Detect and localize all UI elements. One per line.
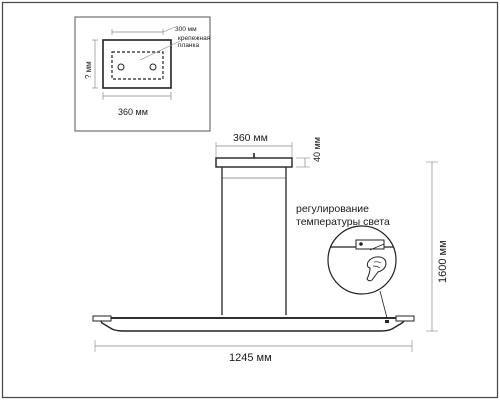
inset-bracket-label-2: планка xyxy=(178,42,200,49)
inset-frame xyxy=(74,16,211,132)
inset-height-label: ? мм xyxy=(84,61,93,79)
detail-content xyxy=(330,239,394,282)
callout-label-1: регулирование xyxy=(296,203,369,215)
inset-canopy xyxy=(102,39,172,89)
inset-screw-hole-right xyxy=(149,63,157,71)
inset-screw-hole-left xyxy=(117,63,125,71)
detail-magnifier-circle xyxy=(327,225,397,295)
control-button xyxy=(385,320,389,323)
inset-canopy-width-label: 360 мм xyxy=(118,107,148,117)
inset-mounting-bracket xyxy=(111,51,164,80)
lamp-end-cap-left xyxy=(92,315,112,322)
total-height-label: 1600 мм xyxy=(437,240,449,283)
main-drawing: 360 мм 40 мм 1245 мм 1600 мм регулирован… xyxy=(92,132,449,364)
ceiling-canopy xyxy=(215,157,293,168)
inset-width-leader xyxy=(162,26,176,33)
canopy-width-label: 360 мм xyxy=(233,132,268,144)
inset-width-label: 300 мм xyxy=(175,26,197,33)
lamp-body xyxy=(100,317,406,332)
inset-bracket-leader xyxy=(139,40,181,61)
lamp-end-cap-right xyxy=(395,315,415,322)
canopy-height-label: 40 мм xyxy=(312,137,322,162)
hand-icon xyxy=(366,256,387,282)
callout-label-2: температуры света xyxy=(296,216,390,228)
inset-panel: 300 мм крепежная планка ? мм 360 мм xyxy=(74,16,211,132)
inset-bracket-label-1: крепежная xyxy=(178,35,211,42)
detail-leader-line xyxy=(379,290,388,319)
total-width-label: 1245 мм xyxy=(229,352,272,364)
